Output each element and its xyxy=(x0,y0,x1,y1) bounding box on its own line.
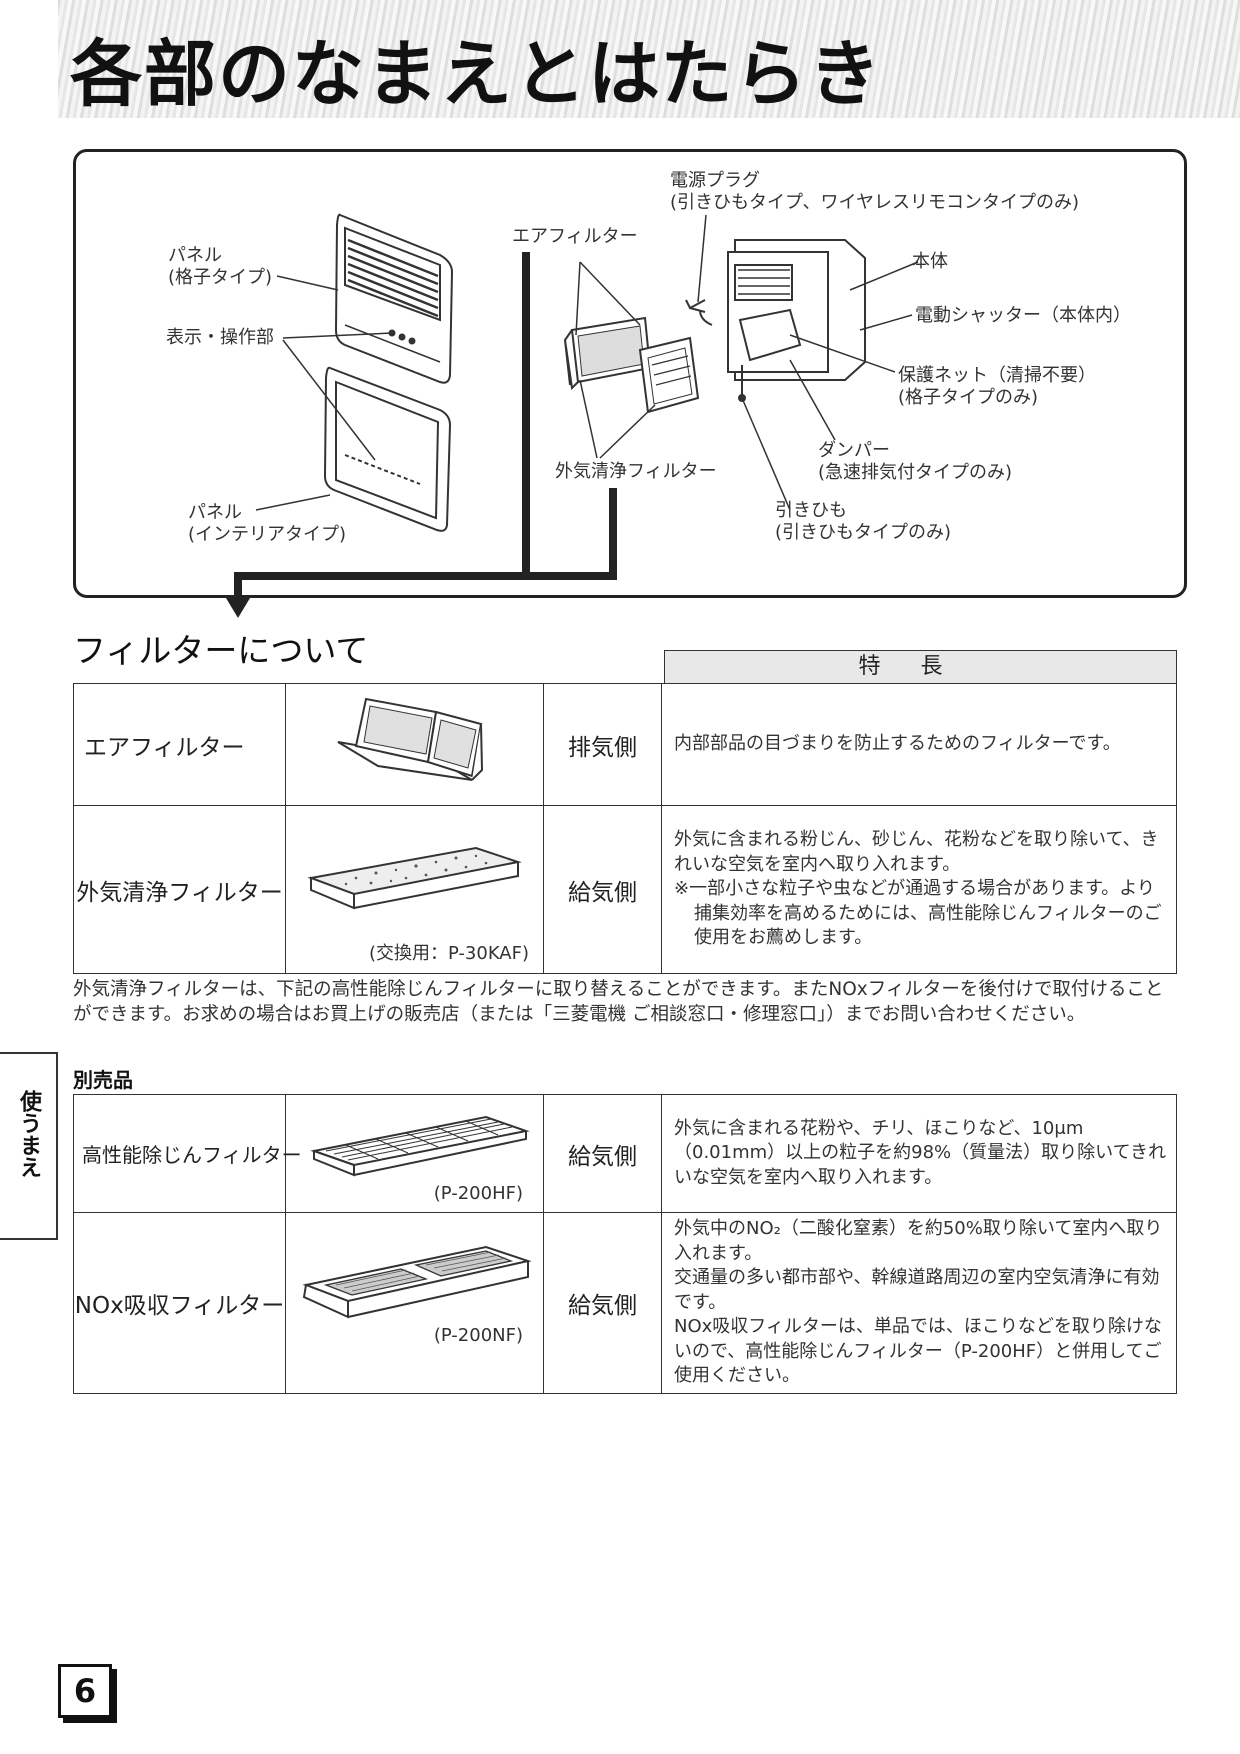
air-filter-pair-illustration xyxy=(563,316,700,414)
label-panel-lattice: パネル(格子タイプ) xyxy=(168,245,273,288)
table-row: 外気清浄フィルター (交換用：P-30KAF) 給気側 外気に xyxy=(73,805,1177,974)
page-number-box xyxy=(58,1664,112,1718)
filter-model: (交換用：P-30KAF) xyxy=(368,943,529,964)
lattice-panel-illustration xyxy=(334,213,454,384)
title-band xyxy=(58,0,1240,118)
filter-section-title: フィルターについて xyxy=(73,631,369,670)
filter-model: (P-200NF) xyxy=(433,1325,523,1346)
filter-side: 排気側 xyxy=(543,683,662,806)
parts-diagram-frame xyxy=(73,149,1187,598)
filter-image-cell xyxy=(285,683,544,806)
label-main-body: 本体 xyxy=(912,251,948,272)
filter-features: 外気に含まれる粉じん、砂じん、花粉などを取り除いて、きれいな空気を室内へ取り入れ… xyxy=(661,805,1177,974)
label-pull-cord: 引きひも(引きひもタイプのみ) xyxy=(775,500,952,543)
optional-table: 高性能除じんフィルター (P-200HF) 給気側 外気に含まれる花粉や、チリ、… xyxy=(73,1094,1177,1394)
filter-image-cell: (P-200HF) xyxy=(285,1094,544,1213)
table-row: NOx吸収フィルター (P-200NF) 給気側 xyxy=(73,1212,1177,1394)
filter-side: 給気側 xyxy=(543,1212,662,1394)
filter-features: 内部部品の目づまりを防止するためのフィルターです。 xyxy=(661,683,1177,806)
replacement-note: 外気清浄フィルターは、下記の高性能除じんフィルターに取り替えることができます。ま… xyxy=(73,979,1164,1025)
outside-filter-icon xyxy=(307,846,522,910)
table-row: エアフィルター 排気側 内部部品の目づまりを防止するためのフィルターです。 xyxy=(73,683,1177,806)
label-display-panel: 表示・操作部 xyxy=(166,327,274,348)
main-body-illustration xyxy=(685,239,866,402)
label-outside-filter: 外気清浄フィルター xyxy=(555,461,717,482)
filter-name: エアフィルター xyxy=(73,683,286,806)
page-number: 6 xyxy=(73,1672,97,1710)
filter-model: (P-200HF) xyxy=(433,1183,523,1204)
filter-image-cell: (P-200NF) xyxy=(285,1212,544,1394)
label-panel-interior: パネル(インテリアタイプ) xyxy=(188,502,347,545)
optional-parts-title: 別売品 xyxy=(73,1068,133,1092)
filter-table: エアフィルター 排気側 内部部品の目づまりを防止するためのフィルターです。 外気… xyxy=(73,683,1177,974)
filter-image-cell: (交換用：P-30KAF) xyxy=(285,805,544,974)
air-filter-icon xyxy=(337,697,484,781)
label-air-filter: エアフィルター xyxy=(512,226,638,247)
filter-name: NOx吸収フィルター xyxy=(73,1212,286,1394)
label-protective-net: 保護ネット（清掃不要）(格子タイプのみ) xyxy=(898,365,1096,408)
section-side-tab xyxy=(0,1052,58,1240)
nox-filter-icon xyxy=(302,1245,532,1319)
filter-side: 給気側 xyxy=(543,805,662,974)
feature-header: 特長 xyxy=(664,650,1177,684)
label-damper: ダンパー(急速排気付タイプのみ) xyxy=(818,440,1013,483)
side-tab-label: 使うまえ xyxy=(16,1090,41,1178)
label-shutter: 電動シャッター（本体内） xyxy=(915,305,1131,326)
filter-side: 給気側 xyxy=(543,1094,662,1213)
parts-diagram-illustration xyxy=(226,213,919,618)
filter-features: 外気に含まれる花粉や、チリ、ほこりなど、10μm（0.01mm）以上の粒子を約9… xyxy=(661,1094,1177,1213)
filter-features: 外気中のNO₂（二酸化窒素）を約50%取り除いて室内へ取り入れます。 交通量の多… xyxy=(661,1212,1177,1394)
filter-name: 外気清浄フィルター xyxy=(73,805,286,974)
hepa-filter-icon xyxy=(310,1115,530,1177)
filter-name: 高性能除じんフィルター xyxy=(73,1094,302,1213)
page-title: 各部のなまえとはたらき xyxy=(70,32,883,116)
table-row: 高性能除じんフィルター (P-200HF) 給気側 外気に含まれる花粉や、チリ、… xyxy=(73,1094,1177,1213)
interior-panel-illustration xyxy=(323,366,452,532)
label-power-plug: 電源プラグ(引きひもタイプ、ワイヤレスリモコンタイプのみ) xyxy=(670,170,1079,213)
